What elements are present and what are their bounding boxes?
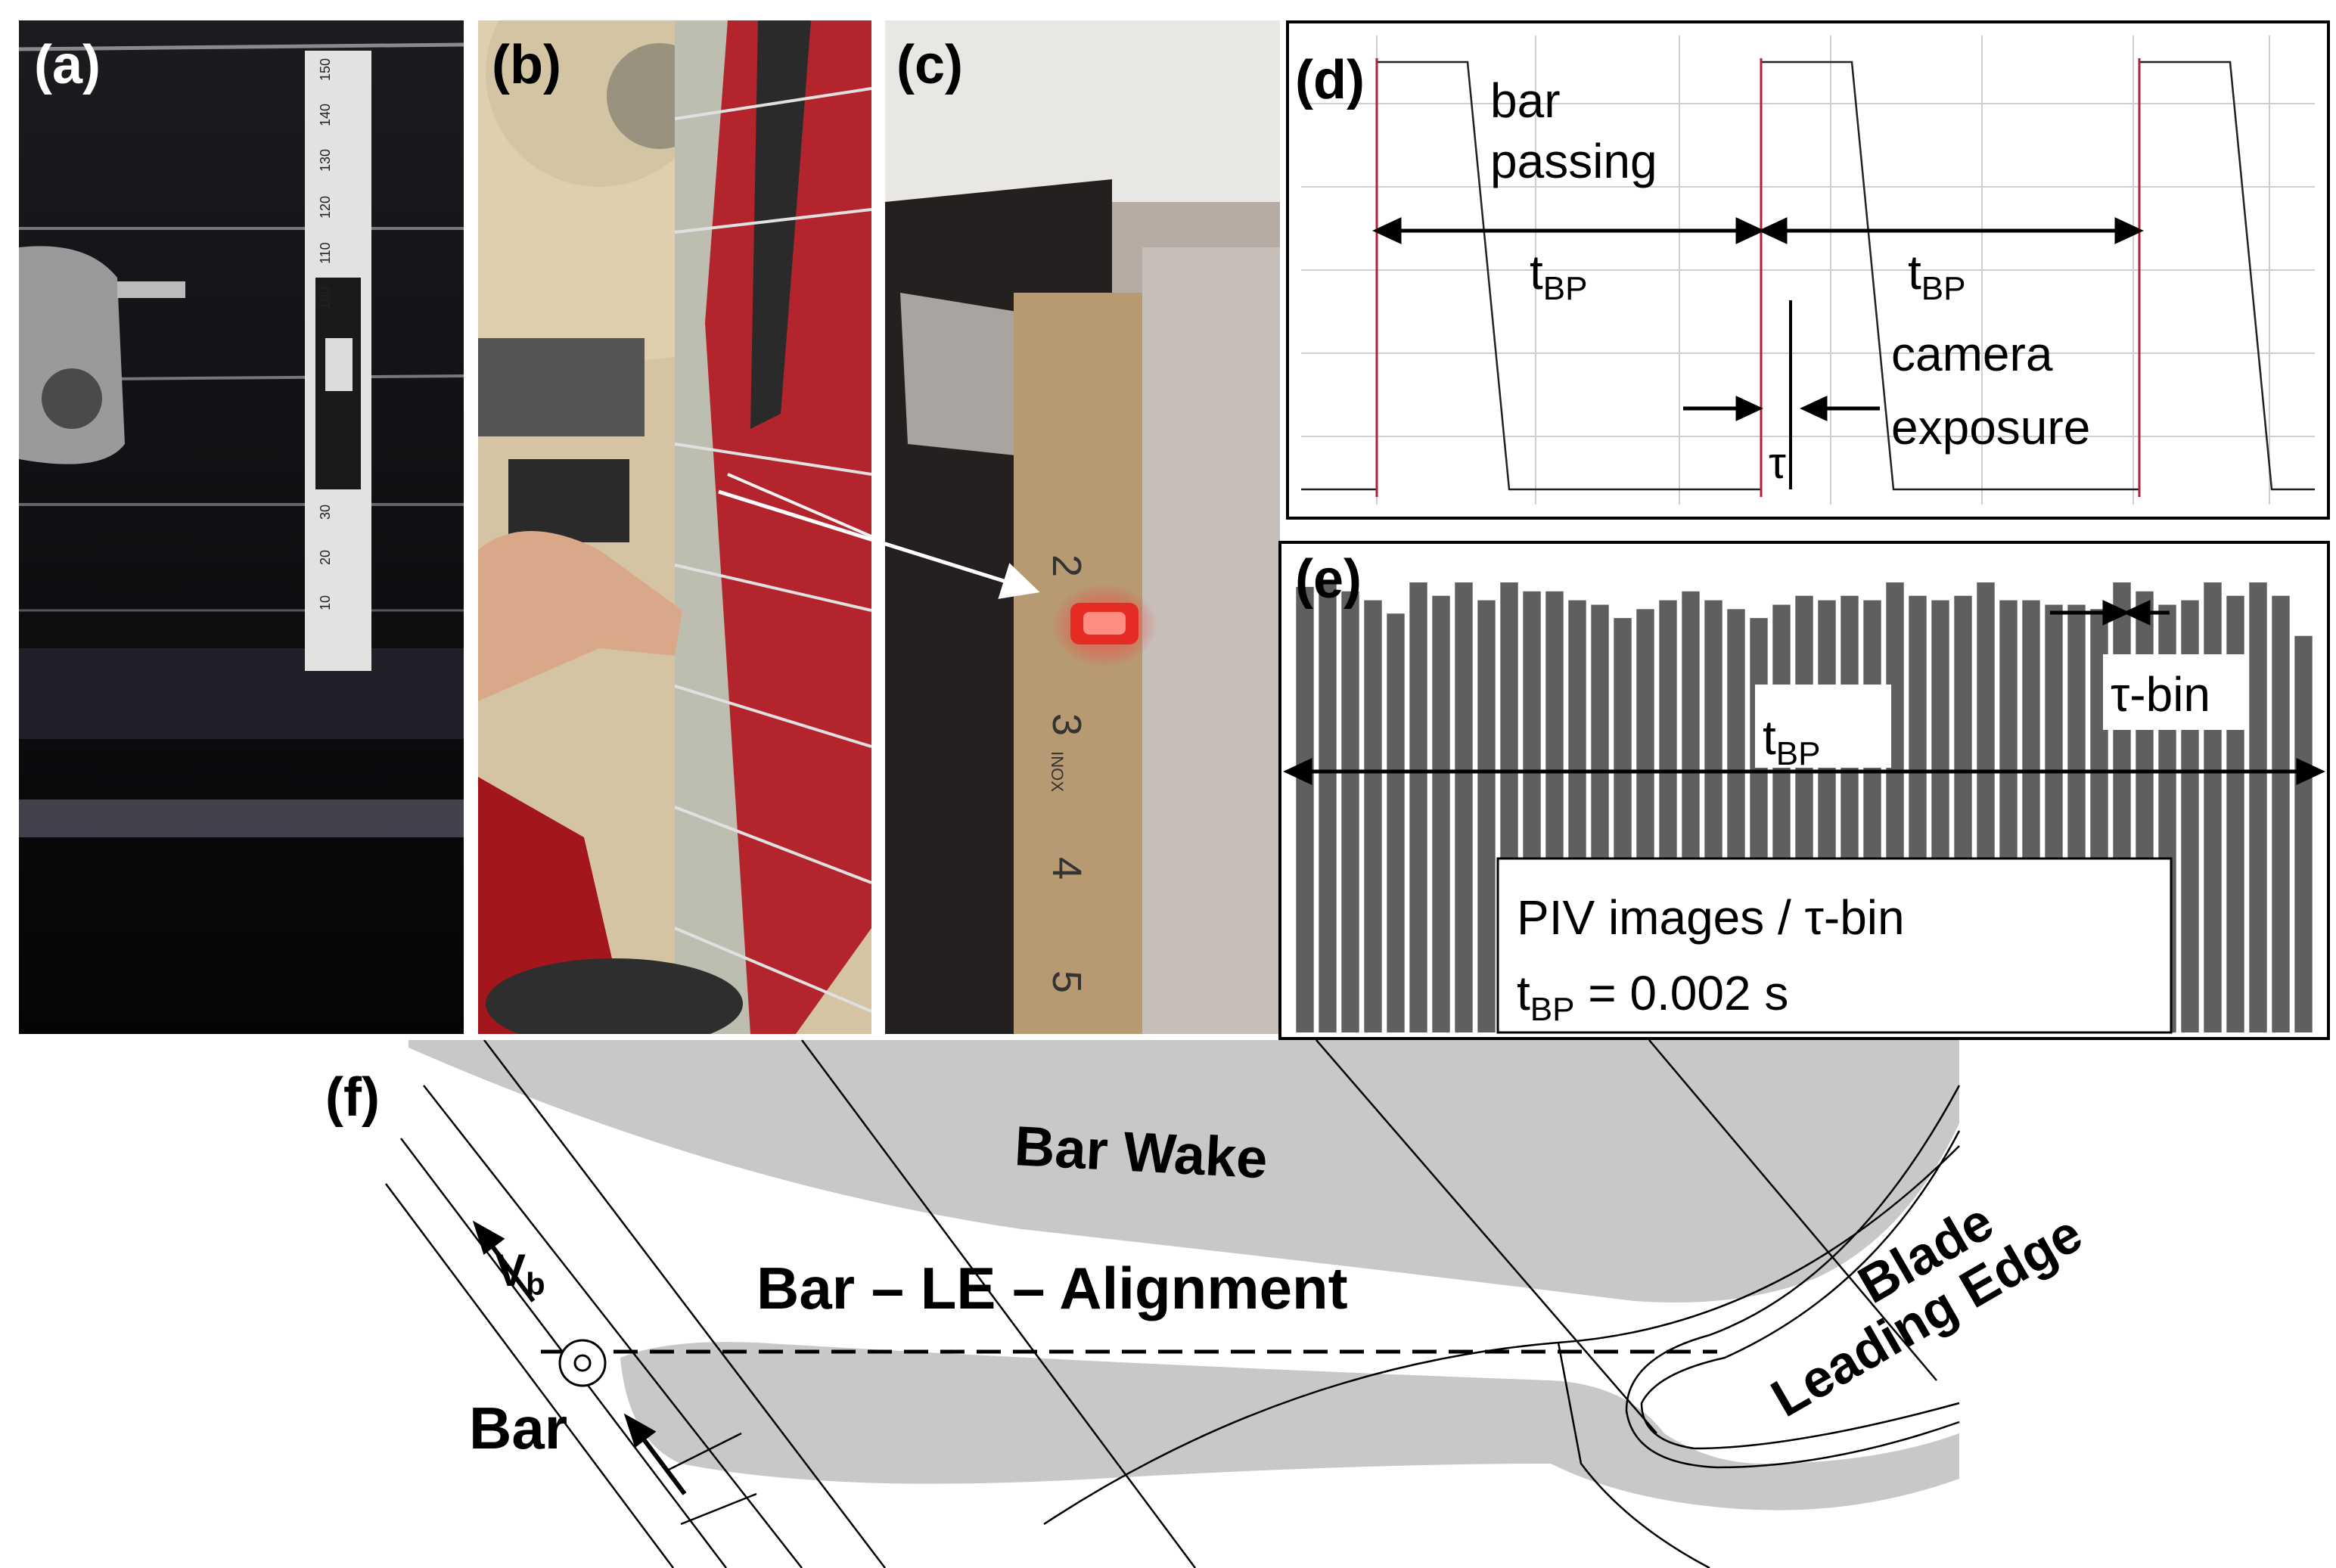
ruler-a-number: 100	[318, 286, 333, 309]
histogram-bar	[1409, 582, 1427, 1032]
photo-c-illustration	[885, 20, 1280, 1034]
camera-line1: camera	[1891, 327, 2053, 381]
tau-label: τ	[1769, 439, 1786, 488]
wake-regions	[408, 1040, 1959, 1511]
ruler-a-number: 150	[318, 57, 333, 81]
tau-bin-box	[2103, 654, 2247, 730]
histogram-bar	[2272, 595, 2290, 1032]
tbp-label-2: tBP	[1908, 245, 1965, 307]
velocity-arrows	[472, 1220, 687, 1495]
alignment-label: Bar – LE – Alignment	[756, 1255, 1348, 1321]
histogram-bar	[2249, 582, 2267, 1032]
tbp-label-box	[1755, 685, 1891, 768]
camera-line2: exposure	[1891, 400, 2090, 455]
pulse-start-markers	[1375, 58, 2141, 497]
tau-bin-label: τ-bin	[2111, 667, 2210, 722]
signal-trace	[1301, 61, 2315, 491]
hist-arrows	[1283, 600, 2325, 785]
signal-grid	[1301, 36, 2315, 505]
tbp-label-1: tBP	[1530, 245, 1587, 307]
ruler-c-number: 4	[1044, 856, 1090, 880]
vb-label: Vb	[495, 1245, 545, 1302]
bar-passing-line2: passing	[1490, 134, 1657, 188]
ruler-a-number: 130	[318, 148, 333, 172]
panel-label-e: (e)	[1295, 549, 1362, 610]
panel-label-d: (d)	[1295, 50, 1365, 110]
photo-a-illustration	[19, 20, 464, 1034]
blade-outline	[1043, 1085, 1961, 1568]
ruler-a-number: 110	[318, 242, 333, 264]
hist-tbp-label: tBP	[1763, 710, 1820, 772]
signal-plot: bar passing tBP tBP τ camera exposure	[1286, 20, 2330, 520]
histogram-bar	[1455, 582, 1473, 1032]
panel-label-c: (c)	[896, 35, 963, 95]
ruler-c-number: 2	[1044, 554, 1090, 578]
histogram-bar	[2294, 635, 2313, 1032]
panel-label-a: (a)	[34, 35, 101, 95]
histogram-bar	[1319, 582, 1337, 1032]
photo-panel-a: 150 140 130 120 110 100 30 20 10	[19, 20, 464, 1034]
bar-passing-line1: bar	[1490, 73, 1561, 128]
ruler-a-number: 30	[318, 504, 333, 520]
tbp-arrows	[1372, 217, 2144, 421]
bar-wake-label: Bar Wake	[1013, 1114, 1269, 1190]
panel-label-f: (f)	[325, 1067, 380, 1128]
histogram-bar	[1387, 613, 1405, 1032]
photo-panel-b	[478, 20, 871, 1034]
bar-core	[573, 1354, 592, 1372]
histogram-bar	[1477, 600, 1496, 1032]
ruler-a-number: 120	[318, 195, 333, 219]
histogram-bar	[1296, 586, 1314, 1032]
histogram-bar	[2204, 582, 2222, 1032]
piv-info-line2: tBP = 0.002 s	[1517, 966, 1788, 1028]
bar-label: Bar	[469, 1395, 567, 1461]
histogram-bar	[1432, 595, 1450, 1032]
photo-panel-c: 2 3 4 5 INOX	[885, 20, 1280, 1034]
photo-b-illustration	[478, 20, 871, 1034]
ruler-a-number: 10	[318, 595, 333, 610]
ruler-c-number: 5	[1044, 970, 1090, 994]
ruler-a-number: 20	[318, 549, 333, 565]
histogram-bar	[1364, 600, 1382, 1032]
histogram-bar	[1341, 591, 1359, 1032]
bar-wake-schematic: Bar Wake Vb Bar – LE – Alignment Bar Bla…	[384, 1040, 2092, 1568]
ruler-c-number: 3	[1044, 713, 1090, 737]
piv-info-line1: PIV images / τ-bin	[1517, 890, 1905, 945]
ruler-c-inox: INOX	[1047, 751, 1067, 792]
ruler-a-number: 140	[318, 103, 333, 126]
bar-path-lines	[384, 1040, 1937, 1568]
piv-info-box	[1496, 857, 2173, 1034]
histogram-plot: tBP τ-bin PIV images / τ-bin tBP = 0.002…	[1278, 541, 2330, 1040]
panel-label-b: (b)	[492, 35, 561, 95]
